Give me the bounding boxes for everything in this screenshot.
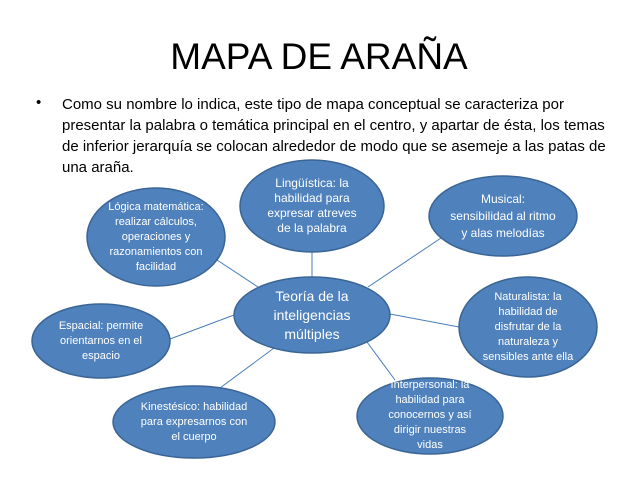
node-label: Musical: sensibilidad al ritmo y alas me…	[450, 191, 556, 240]
node-kinestesico: Kinestésico: habilidad para expresarnos …	[138, 389, 250, 455]
bullet-text: Como su nombre lo indica, este tipo de m…	[62, 96, 606, 176]
connector-kinestesico	[219, 347, 275, 389]
connector-musical	[367, 237, 442, 288]
node-interpersonal: Interpersonal: la habilidad para conocer…	[380, 378, 480, 452]
node-label: Lógica matemática: realizar cálculos, op…	[108, 200, 204, 273]
ellipse-musical	[428, 175, 578, 257]
node-label: Naturalista: la habilidad de disfrutar d…	[482, 290, 574, 363]
ellipse-naturalista	[458, 276, 598, 378]
ellipse-center	[233, 276, 391, 354]
center-label: Teoría de la inteligencias múltiples	[273, 287, 351, 342]
ellipse-interpersonal	[356, 377, 504, 455]
node-label: Lingüística: la habilidad para expresar …	[267, 176, 357, 235]
ellipse-kinestesico	[112, 385, 276, 459]
ellipse-espacial	[31, 303, 171, 379]
node-logica: Lógica matemática: realizar cálculos, op…	[108, 190, 204, 284]
connector-interpersonal	[366, 341, 396, 381]
node-label: Interpersonal: la habilidad para conocer…	[388, 378, 472, 451]
bullet-marker: •	[36, 94, 42, 111]
node-musical: Musical: sensibilidad al ritmo y alas me…	[450, 178, 556, 254]
connector-naturalista	[389, 313, 460, 328]
ellipse-logica	[86, 187, 226, 287]
connector-espacial	[169, 314, 235, 340]
ellipse-linguistica	[239, 159, 385, 253]
node-naturalista: Naturalista: la habilidad de disfrutar d…	[478, 279, 578, 375]
node-linguistica: Lingüística: la habilidad para expresar …	[260, 162, 364, 250]
node-label: Kinestésico: habilidad para expresarnos …	[140, 400, 248, 443]
node-label: Espacial: permite orientarnos en el espa…	[58, 319, 144, 362]
slide-title: MAPA DE ARAÑA	[170, 36, 468, 77]
node-espacial: Espacial: permite orientarnos en el espa…	[56, 306, 146, 376]
center-node: Teoría de la inteligencias múltiples	[258, 279, 366, 351]
connector-logica	[213, 257, 259, 288]
